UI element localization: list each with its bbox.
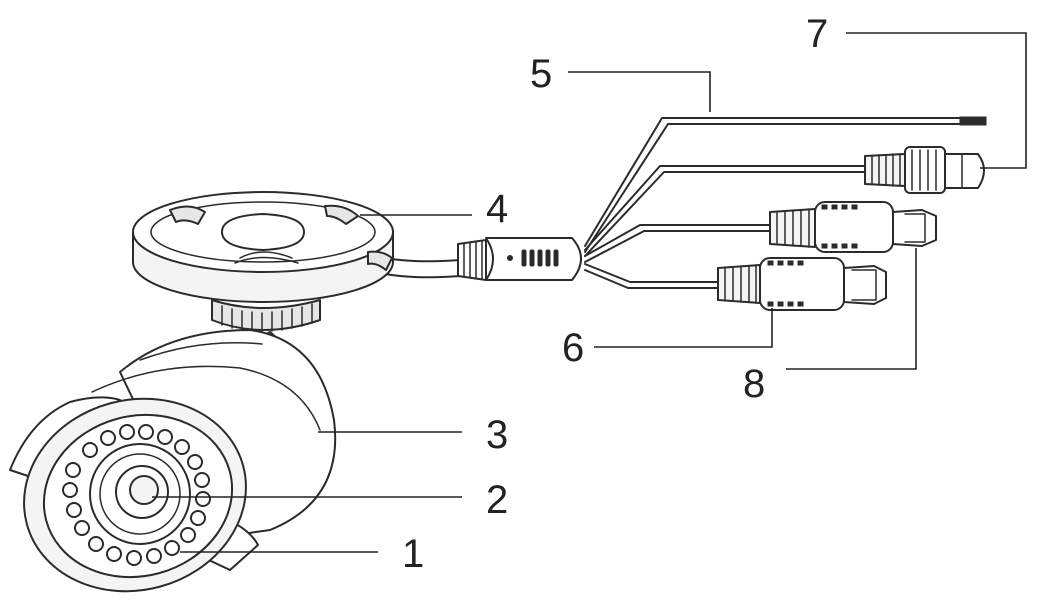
power-wire-tip (959, 116, 987, 126)
connector-7 (864, 146, 985, 194)
callout-3: 3 (486, 413, 508, 457)
callout-labels: 1 2 3 4 5 6 7 8 (402, 12, 828, 576)
callout-4: 4 (486, 187, 508, 231)
camera-front (9, 396, 259, 593)
cable-plug (457, 237, 582, 281)
callout-7: 7 (806, 12, 828, 56)
ir-led-ring (62, 424, 211, 566)
cable-bundle (384, 117, 986, 289)
callout-1: 1 (402, 532, 424, 576)
connector-8 (769, 201, 937, 253)
callout-5: 5 (530, 52, 552, 96)
callout-6: 6 (562, 326, 584, 370)
callout-8: 8 (743, 362, 765, 406)
callout-2: 2 (486, 478, 508, 522)
callout-leaders (152, 32, 1027, 553)
connector-6 (717, 257, 887, 311)
mounting-base (132, 191, 394, 303)
lens (89, 443, 191, 545)
